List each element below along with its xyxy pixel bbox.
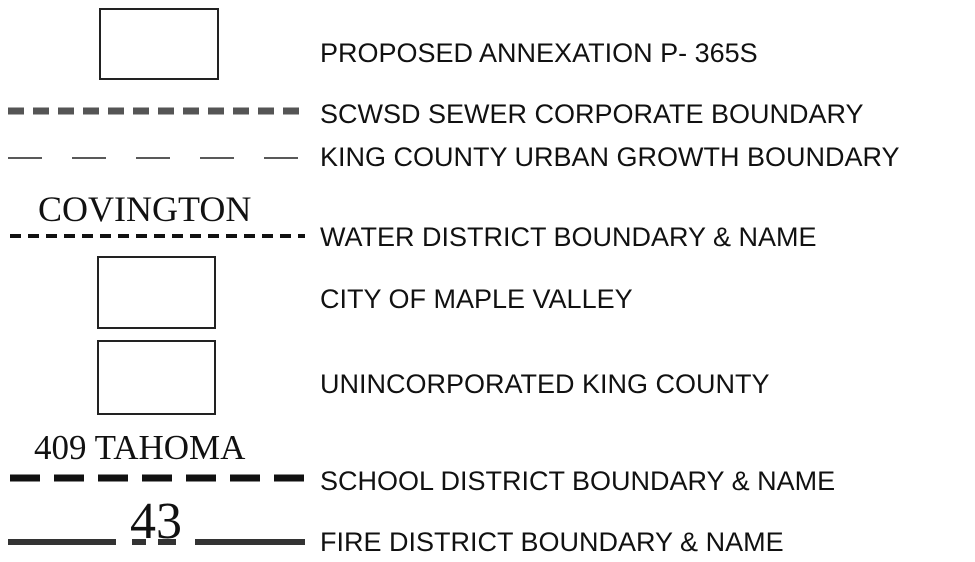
urban-growth-boundary-label: KING COUNTY URBAN GROWTH BOUNDARY <box>320 142 900 172</box>
school-district-name: 409 TAHOMA <box>34 428 246 467</box>
proposed-annexation-label: PROPOSED ANNEXATION P- 365S <box>320 38 758 68</box>
fire-district-boundary-symbol <box>8 539 305 545</box>
urban-growth-boundary-symbol <box>8 157 306 159</box>
sewer-boundary-symbol <box>8 107 303 115</box>
fire-district-label: FIRE DISTRICT BOUNDARY & NAME <box>320 527 784 557</box>
city-of-maple-valley-label: CITY OF MAPLE VALLEY <box>320 284 633 314</box>
unincorporated-king-county-symbol <box>97 340 216 415</box>
water-district-boundary-symbol <box>10 234 305 238</box>
water-district-label: WATER DISTRICT BOUNDARY & NAME <box>320 222 817 252</box>
unincorporated-king-county-label: UNINCORPORATED KING COUNTY <box>320 369 770 399</box>
city-of-maple-valley-symbol <box>97 256 216 329</box>
proposed-annexation-symbol <box>99 8 219 80</box>
school-district-boundary-symbol <box>10 474 305 482</box>
water-district-name: COVINGTON <box>38 189 252 229</box>
school-district-label: SCHOOL DISTRICT BOUNDARY & NAME <box>320 466 836 496</box>
sewer-boundary-label: SCWSD SEWER CORPORATE BOUNDARY <box>320 99 864 129</box>
